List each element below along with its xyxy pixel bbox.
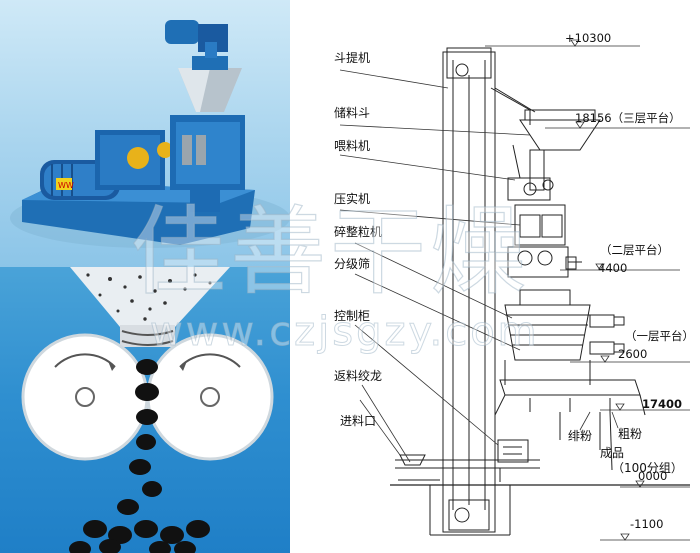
label-compactor: 压实机 — [334, 191, 370, 206]
roller-illustration — [21, 267, 274, 553]
elev-17400: 17400 — [642, 397, 682, 411]
elevator-column — [442, 51, 496, 533]
label-storage-hopper: 储料斗 — [334, 105, 370, 120]
left-roller — [21, 333, 149, 461]
process-diagram: 斗提机 储料斗 喂料机 压实机 碎整粒机 分级筛 控制柜 返料绞龙 进料口 +1… — [290, 0, 700, 553]
label-feed-inlet: 进料口 — [340, 414, 376, 428]
label-grading-sieve: 分级筛 — [334, 256, 370, 271]
machine-photo: WW — [0, 0, 290, 267]
elev-pit: -1100 — [630, 517, 663, 531]
output-product-group: （100分组） — [612, 461, 683, 475]
label-return-screw: 返料绞龙 — [334, 368, 382, 383]
elev-ground: 0000 — [638, 469, 667, 483]
roller-schematic — [0, 267, 290, 553]
right-roller — [146, 333, 274, 461]
elev-second-platform: 4400 — [598, 261, 627, 275]
output-coarse: 粗粉 — [618, 427, 642, 441]
elev-first-platform-note: （一层平台） — [625, 329, 694, 343]
elev-first-platform: 2600 — [618, 347, 647, 361]
label-bucket-elevator: 斗提机 — [334, 50, 370, 65]
motor-badge — [56, 178, 72, 190]
output-product: 成品 — [600, 446, 624, 460]
label-feeder: 喂料机 — [334, 139, 370, 153]
elev-third-platform: 18156（三层平台） — [575, 111, 681, 125]
label-crusher-granulator: 碎整粒机 — [334, 224, 382, 239]
output-fine: 绯粉 — [568, 429, 592, 443]
machine-illustration: WW — [10, 20, 290, 248]
pellets — [69, 359, 210, 553]
elev-second-platform-note: （二层平台） — [600, 243, 669, 257]
motor-badge-text: WW — [58, 181, 74, 190]
hopper-funnel — [70, 267, 230, 327]
elev-top: +10300 — [565, 31, 611, 45]
control-cabinet-box — [497, 439, 529, 463]
process-diagram-svg: 斗提机 储料斗 喂料机 压实机 碎整粒机 分级筛 控制柜 返料绞龙 进料口 +1… — [334, 31, 694, 541]
label-control-cabinet: 控制柜 — [334, 309, 370, 323]
